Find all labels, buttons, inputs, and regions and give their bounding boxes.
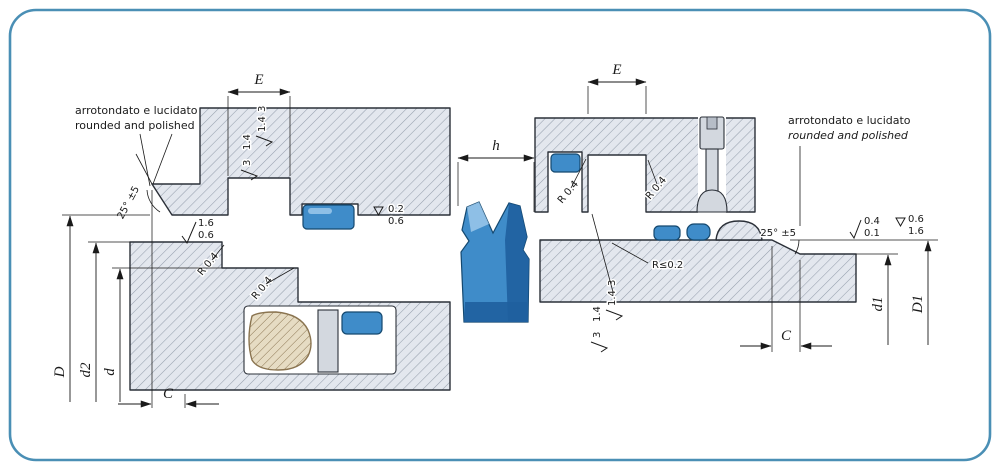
dim-label-D1: D1	[910, 295, 926, 314]
bottom-finish-bottom: 0.6	[388, 216, 404, 227]
end-finish-top: 0.6	[908, 214, 924, 225]
dim-label-h: h	[492, 138, 500, 154]
right-seal-a	[653, 225, 681, 241]
finish-value-bottom: 1.4	[607, 290, 618, 306]
dim-label-E: E	[611, 62, 621, 78]
screw-tip-dome	[696, 189, 728, 213]
finish-triangle-icon	[373, 206, 384, 217]
finish-triangle-icon	[895, 217, 906, 228]
right-note-line2: rounded and polished	[788, 129, 909, 142]
radius-leader-1	[211, 244, 225, 261]
finish-check-icon	[255, 135, 274, 147]
left-guide-part	[317, 309, 339, 373]
dim-label-d: d	[102, 368, 118, 376]
left-note-line1: arrotondato e lucidato	[75, 104, 198, 117]
edge-radius-label: R≤0.2	[652, 260, 683, 271]
finish-value-top: 1.4	[242, 134, 253, 150]
finish-value-bottom: 3	[592, 332, 603, 338]
left-flank-finish-inner: 3 1.4	[240, 133, 259, 181]
finish-check-icon	[590, 341, 609, 353]
finish-check-icon	[240, 169, 259, 181]
right-section-view: E R 0.4 R 0.4 R≤0.2 1.4 3 3 1.4 arrotond…	[534, 62, 938, 353]
note-leader-1	[139, 133, 151, 187]
left-flank-finish-outer: 1.4 3	[255, 104, 274, 147]
roughness-check-icon	[181, 221, 197, 245]
finish-value-top: 3	[607, 280, 618, 286]
note-leader-2	[152, 133, 173, 185]
dim-label-D: D	[52, 366, 68, 378]
end-roughness-bottom: 0.1	[864, 228, 880, 239]
right-static-seal	[550, 153, 581, 173]
right-rod-boss	[715, 220, 763, 241]
seal-profile-base-shadow	[464, 302, 528, 322]
right-note-line1: arrotondato e lucidato	[788, 114, 911, 127]
finish-value-bottom: 3	[242, 160, 253, 166]
radius-leader-2	[265, 267, 295, 285]
radius-leader-1	[570, 158, 587, 189]
flank-finish-leader	[591, 213, 614, 293]
right-flank-finish-inner: 3 1.4	[590, 305, 609, 353]
dim-label-C: C	[781, 328, 792, 344]
right-seal-b	[686, 223, 711, 241]
left-static-seal-highlight	[308, 208, 332, 214]
chamfer-angle-arc	[146, 189, 161, 213]
finish-value-top: 3	[257, 106, 268, 112]
seal-profile-view: h	[457, 138, 535, 323]
chamfer-extension-line	[135, 153, 153, 185]
end-finish-bottom: 1.6	[908, 226, 924, 237]
bottom-finish-top: 0.2	[388, 204, 404, 215]
chamfer-roughness-bottom: 0.6	[198, 230, 214, 241]
left-secondary-seal	[341, 311, 383, 335]
end-roughness-top: 0.4	[864, 216, 880, 227]
dim-label-d2: d2	[78, 362, 94, 378]
finish-value-top: 1.4	[592, 306, 603, 322]
right-flank-finish-outer: 1.4 3	[605, 278, 624, 321]
finish-check-icon	[605, 309, 624, 321]
radius-leader-2	[647, 159, 658, 185]
left-note-line2: rounded and polished	[75, 119, 195, 132]
left-housing-section	[151, 107, 451, 216]
left-section-view: E 1.4 3 3 1.4 25° ±5 1.6 0.6 arrotondato…	[52, 72, 451, 408]
finish-value-bottom: 1.4	[257, 116, 268, 132]
seal-profile-shadow	[505, 203, 529, 322]
screw-socket	[706, 116, 718, 130]
roughness-check-icon	[849, 219, 862, 240]
dim-label-C: C	[163, 386, 174, 402]
seal-profile-highlight	[467, 202, 489, 232]
left-elastomer-part	[248, 311, 312, 371]
right-chamfer-angle-label: 25° ±5	[760, 228, 796, 239]
dim-label-E: E	[253, 72, 263, 88]
chamfer-roughness-top: 1.6	[198, 218, 214, 229]
dim-label-d1: d1	[870, 297, 886, 312]
edge-radius-leader	[611, 242, 649, 264]
